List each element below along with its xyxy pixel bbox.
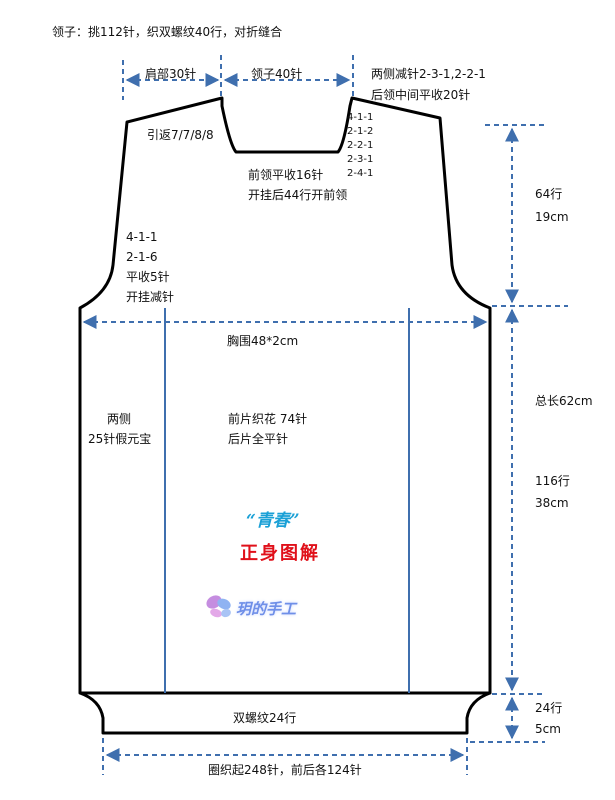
short-rows-label: 引返7/7/8/8 bbox=[147, 128, 214, 142]
neck-step: 2-3-1 bbox=[347, 154, 374, 165]
rib-label: 双螺纹24行 bbox=[233, 711, 297, 725]
sides-label-2: 25针假元宝 bbox=[88, 432, 152, 446]
shoulder-label: 肩部30针 bbox=[145, 67, 197, 81]
sides-label-1: 两侧 bbox=[107, 412, 132, 426]
back-panel-label: 后片全平针 bbox=[228, 432, 289, 446]
upper-rows-label: 64行 bbox=[535, 187, 563, 201]
collar-note: 领子：挑112针，织双螺纹40行，对折缝合 bbox=[52, 25, 283, 39]
lower-rows-label: 116行 bbox=[535, 474, 570, 488]
neck-step: 2-1-2 bbox=[347, 126, 374, 137]
side-decrease-label: 两侧减针2-3-1,2-2-1 bbox=[371, 67, 486, 81]
front-neck-label-1: 前领平收16针 bbox=[248, 168, 324, 182]
front-panel-label: 前片织花 74针 bbox=[228, 412, 308, 426]
rib-band bbox=[79, 691, 491, 735]
armhole-step: 开挂减针 bbox=[126, 290, 175, 304]
armhole-step: 4-1-1 bbox=[126, 230, 158, 244]
upper-cm-label: 19cm bbox=[535, 210, 569, 224]
lower-cm-label: 38cm bbox=[535, 496, 569, 510]
neck-step: 2-4-1 bbox=[347, 168, 374, 179]
rib-cm-label: 5cm bbox=[535, 722, 561, 736]
back-neck-label: 后领中间平收20针 bbox=[371, 88, 471, 102]
cast-on-label: 圈织起248针，前后各124针 bbox=[208, 763, 362, 777]
neck-step: 2-2-1 bbox=[347, 140, 374, 151]
front-neck-label-2: 开挂后44行开前领 bbox=[248, 188, 348, 202]
neck-step: 4-1-1 bbox=[347, 112, 374, 123]
garment-outline bbox=[78, 96, 492, 695]
armhole-step: 平收5针 bbox=[126, 270, 170, 284]
neck-width-label: 领子40针 bbox=[251, 67, 303, 81]
title-main: 正身图解 bbox=[240, 543, 320, 564]
total-length-label: 总长62cm bbox=[535, 394, 593, 408]
rib-rows-label: 24行 bbox=[535, 701, 563, 715]
armhole-step: 2-1-6 bbox=[126, 250, 158, 264]
watermark: 玥的手工 bbox=[236, 600, 297, 618]
chest-label: 胸围48*2cm bbox=[227, 334, 299, 348]
title-quote: “青春” bbox=[246, 511, 300, 531]
butterfly-icon bbox=[206, 595, 231, 618]
